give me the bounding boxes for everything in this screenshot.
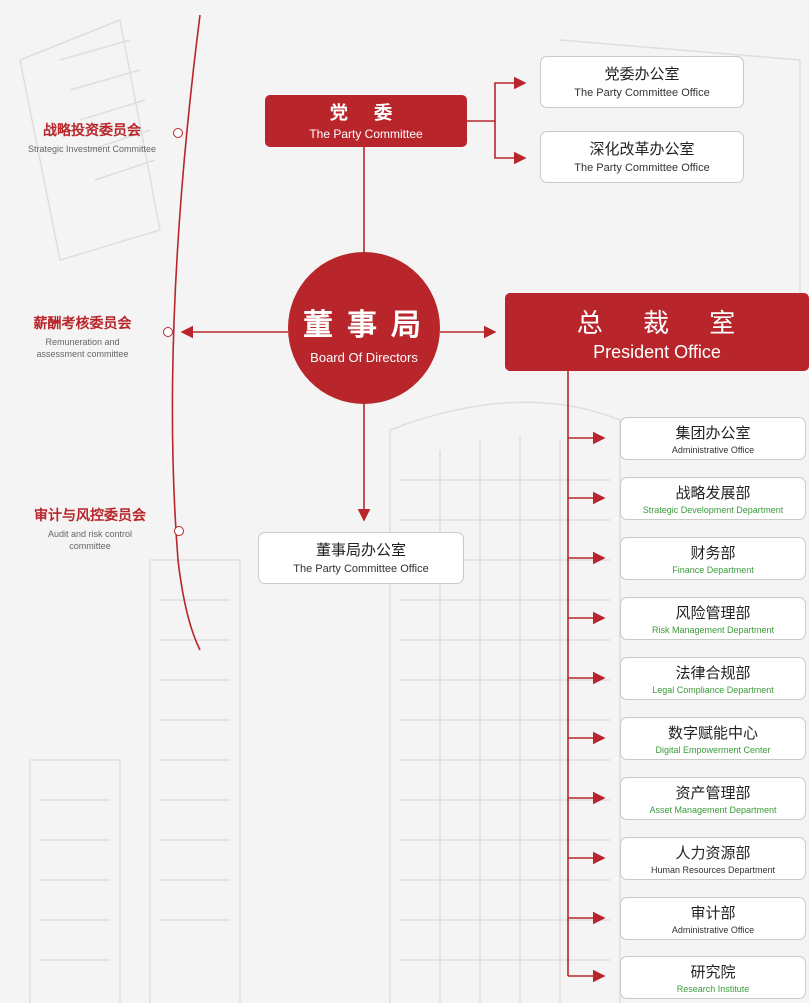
department-box: 人力资源部 Human Resources Department bbox=[620, 837, 806, 880]
board-of-directors-circle: 董事局 Board Of Directors bbox=[288, 252, 440, 404]
department-en: Risk Management Department bbox=[651, 625, 775, 635]
president-cn: 总 裁 室 bbox=[576, 309, 752, 339]
party-office-box: 党委办公室 The Party Committee Office bbox=[540, 56, 744, 108]
department-cn: 资产管理部 bbox=[675, 784, 751, 802]
department-box: 研究院 Research Institute bbox=[620, 956, 806, 999]
board-office-en: The Party Committee Office bbox=[293, 563, 429, 575]
department-en: Administrative Office bbox=[671, 925, 755, 935]
president-office-box: 总 裁 室 President Office bbox=[505, 293, 809, 371]
party-office-cn: 党委办公室 bbox=[604, 65, 680, 83]
president-en: President Office bbox=[593, 342, 721, 362]
committee-audit-risk: 审计与风控委员会 Audit and risk control committe… bbox=[5, 505, 175, 552]
board-office-cn: 董事局办公室 bbox=[315, 541, 406, 559]
department-box: 风险管理部 Risk Management Department bbox=[620, 597, 806, 640]
department-box: 战略发展部 Strategic Development Department bbox=[620, 477, 806, 520]
department-cn: 法律合规部 bbox=[675, 664, 751, 682]
department-cn: 审计部 bbox=[690, 904, 736, 922]
department-en: Asset Management Department bbox=[649, 805, 777, 815]
committee-strategic-investment: 战略投资委员会 Strategic Investment Committee bbox=[2, 120, 182, 155]
department-box: 法律合规部 Legal Compliance Department bbox=[620, 657, 806, 700]
party-committee-cn: 党 委 bbox=[329, 103, 403, 124]
party-committee-box: 党 委 The Party Committee bbox=[265, 95, 467, 147]
board-cn: 董事局 bbox=[303, 308, 435, 343]
department-en: Strategic Development Department bbox=[642, 505, 784, 515]
committee-node-dot bbox=[163, 327, 173, 337]
committee-en: Remuneration and assessment committee bbox=[36, 337, 129, 359]
department-cn: 财务部 bbox=[690, 544, 736, 562]
department-box: 集团办公室 Administrative Office bbox=[620, 417, 806, 460]
committee-en: Strategic Investment Committee bbox=[27, 144, 157, 154]
committee-cn: 战略投资委员会 bbox=[43, 123, 141, 139]
reform-office-box: 深化改革办公室 The Party Committee Office bbox=[540, 131, 744, 183]
department-box: 数字赋能中心 Digital Empowerment Center bbox=[620, 717, 806, 760]
party-office-en: The Party Committee Office bbox=[574, 87, 710, 99]
committee-arc bbox=[171, 14, 201, 651]
department-cn: 风险管理部 bbox=[675, 604, 751, 622]
department-en: Research Institute bbox=[676, 984, 750, 994]
department-box: 审计部 Administrative Office bbox=[620, 897, 806, 940]
committee-remuneration: 薪酬考核委员会 Remuneration and assessment comm… bbox=[0, 313, 165, 360]
department-en: Digital Empowerment Center bbox=[655, 745, 771, 755]
department-cn: 研究院 bbox=[690, 963, 736, 981]
board-en: Board Of Directors bbox=[310, 350, 418, 365]
department-box: 财务部 Finance Department bbox=[620, 537, 806, 580]
department-cn: 集团办公室 bbox=[675, 424, 751, 442]
department-cn: 数字赋能中心 bbox=[667, 724, 758, 742]
reform-office-cn: 深化改革办公室 bbox=[589, 140, 695, 158]
department-en: Finance Department bbox=[672, 565, 754, 575]
department-cn: 人力资源部 bbox=[675, 844, 751, 862]
committee-node-dot bbox=[174, 526, 184, 536]
committee-cn: 薪酬考核委员会 bbox=[33, 316, 132, 332]
party-committee-en: The Party Committee bbox=[309, 127, 423, 141]
board-office-box: 董事局办公室 The Party Committee Office bbox=[258, 532, 464, 584]
department-en: Human Resources Department bbox=[650, 865, 776, 875]
department-en: Administrative Office bbox=[671, 445, 755, 455]
committee-node-dot bbox=[173, 128, 183, 138]
reform-office-en: The Party Committee Office bbox=[574, 162, 710, 174]
department-cn: 战略发展部 bbox=[675, 484, 751, 502]
department-en: Legal Compliance Department bbox=[652, 685, 774, 695]
committee-en: Audit and risk control committee bbox=[47, 529, 133, 551]
committee-cn: 审计与风控委员会 bbox=[34, 508, 146, 524]
department-box: 资产管理部 Asset Management Department bbox=[620, 777, 806, 820]
